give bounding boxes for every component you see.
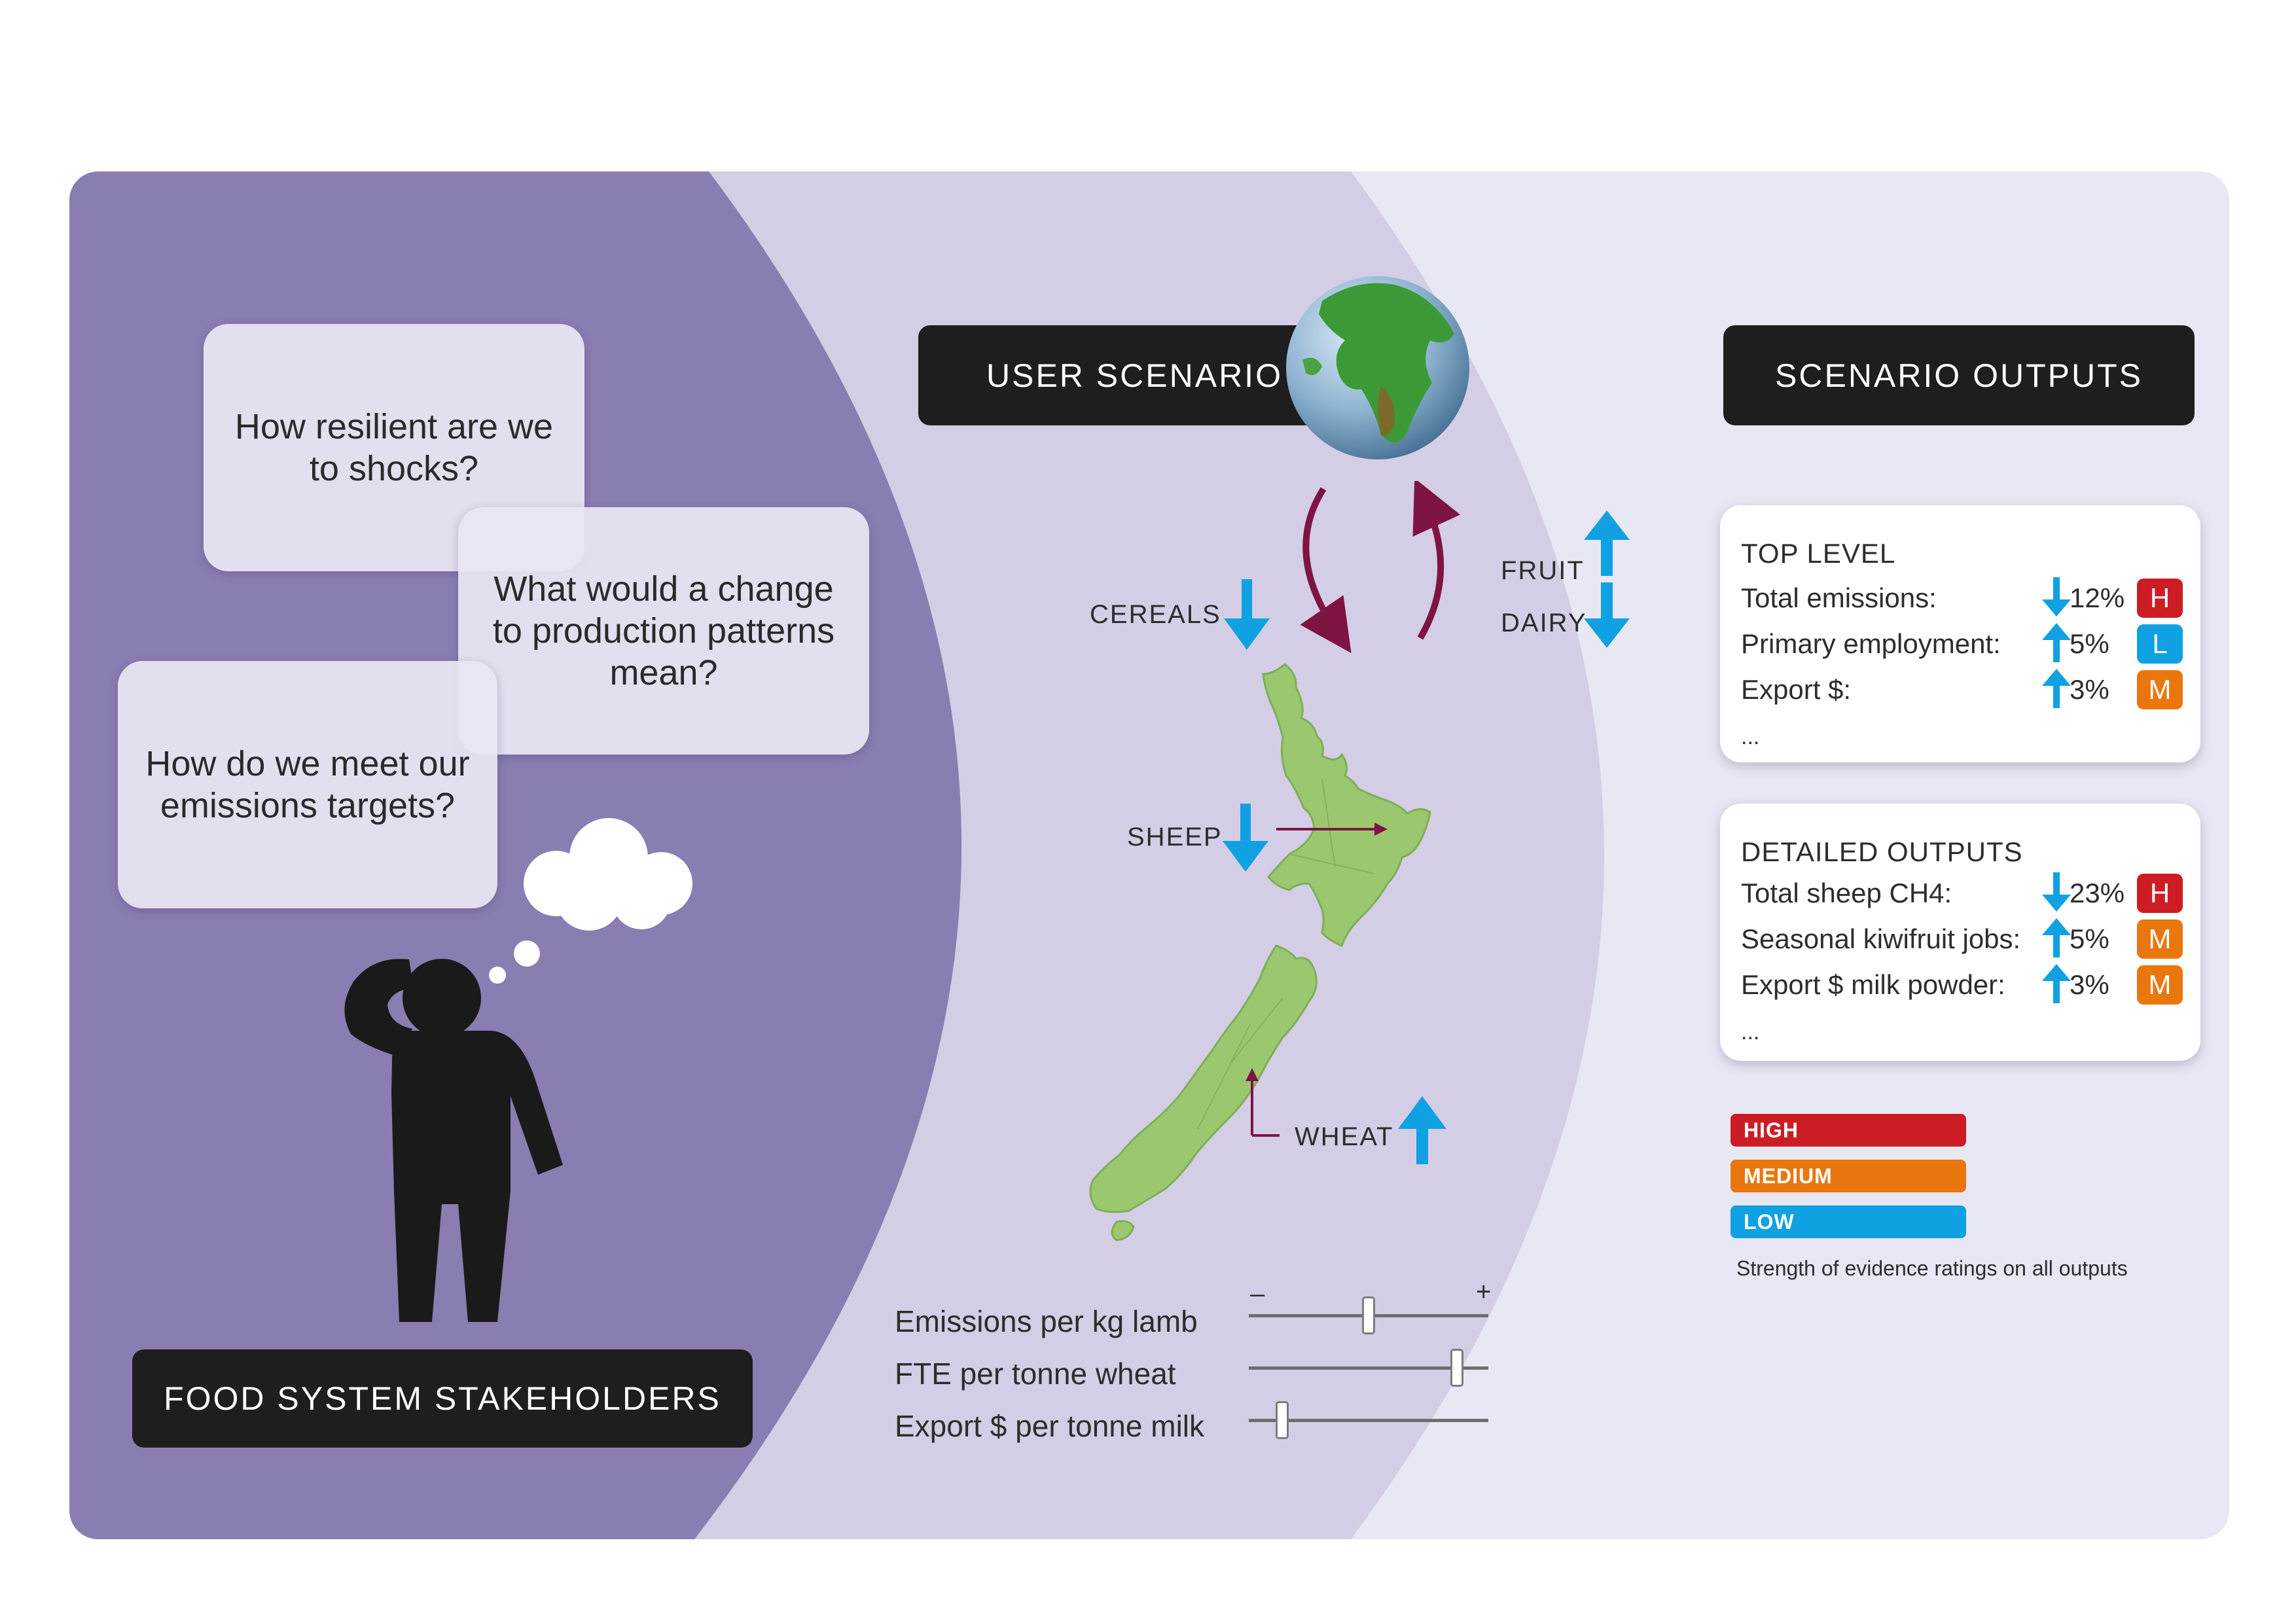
dairy-label: DAIRY [1501,609,1587,637]
legend-low-label: LOW [1744,1209,1795,1234]
output-row: Seasonal kiwifruit jobs: 5% M [1741,918,2186,959]
legend-high-label: HIGH [1744,1118,1799,1142]
legend-medium-label: MEDIUM [1744,1164,1833,1188]
up-arrow-icon [2042,669,2071,708]
slider-label-export-milk: Export $ per tonne milk [895,1409,1205,1443]
down-arrow-icon [2042,872,2071,912]
rating-badge: H [2137,579,2183,618]
slider-export-milk[interactable] [1249,1419,1488,1422]
slider-thumb-export-milk[interactable] [1276,1401,1289,1439]
wheat-up-arrow-icon [1398,1096,1446,1164]
up-arrow-icon [2042,964,2071,1003]
question-text: What would a change to production patter… [492,569,835,692]
output-value: 23% [2070,878,2125,908]
legend-low: LOW [1731,1205,1966,1238]
slider-fte-wheat[interactable] [1249,1366,1488,1370]
output-label: Total emissions: [1741,582,1937,613]
cereals-down-arrow-icon [1224,579,1270,650]
wheat-pointer-arrow-icon [1246,1068,1280,1137]
slider-max-symbol: + [1476,1277,1492,1306]
top-level-card: TOP LEVEL Total emissions: 12% H Primary… [1720,505,2200,762]
south-island [1089,944,1318,1213]
question-bubble-production: What would a change to production patter… [458,507,869,755]
output-row: Total emissions: 12% H [1741,577,2186,618]
output-value: 5% [2070,628,2109,659]
user-scenario-title-text: USER SCENARIO [986,357,1283,394]
legend-medium: MEDIUM [1731,1160,1966,1192]
output-value: 12% [2070,582,2125,613]
output-row: Total sheep CH4: 23% H [1741,872,2186,913]
slider-label-fte-wheat: FTE per tonne wheat [895,1357,1176,1391]
output-label: Export $ milk powder: [1741,969,2005,1000]
fruit-up-arrow-icon [1584,510,1630,576]
detailed-outputs-title: DETAILED OUTPUTS [1741,836,2023,867]
output-row: Export $: 3% M [1741,669,2186,709]
more-ellipsis: ... [1741,1020,1760,1044]
rating-badge: H [2137,874,2183,913]
rating-badge: M [2137,670,2183,709]
output-row: Export $ milk powder: 3% M [1741,964,2186,1005]
detailed-outputs-card: DETAILED OUTPUTS Total sheep CH4: 23% H … [1720,804,2200,1061]
rating-badge: M [2137,965,2183,1005]
thinking-person-icon [344,818,692,1322]
question-text: How resilient are we to shocks? [234,407,554,488]
rating-badge: L [2137,624,2183,664]
up-arrow-icon [2042,918,2071,957]
north-island [1262,663,1431,947]
stakeholders-label-text: FOOD SYSTEM STAKEHOLDERS [164,1380,721,1417]
globe-icon [1286,276,1469,459]
legend-high: HIGH [1731,1114,1966,1147]
more-ellipsis: ... [1741,724,1760,749]
scenario-cycle-arrows-icon [1300,481,1461,654]
stakeholders-label: FOOD SYSTEM STAKEHOLDERS [132,1349,753,1448]
output-row: Primary employment: 5% L [1741,623,2186,664]
down-arrow-icon [2042,577,2071,616]
output-value: 5% [2070,923,2109,954]
up-arrow-icon [2042,623,2071,662]
output-value: 3% [2070,969,2109,1000]
thought-cloud-icon [489,818,692,984]
scenario-outputs-title: SCENARIO OUTPUTS [1723,325,2195,425]
sheep-down-arrow-icon [1223,804,1268,872]
output-value: 3% [2070,674,2109,705]
dairy-down-arrow-icon [1584,582,1630,648]
sheep-pointer-arrow-icon [1276,823,1388,836]
cereals-label: CEREALS [1090,600,1221,629]
legend-note: Strength of evidence ratings on all outp… [1736,1257,2128,1280]
output-label: Export $: [1741,674,1852,705]
rating-badge: M [2137,919,2183,959]
question-text: How do we meet our emissions targets? [145,744,470,825]
scenario-outputs-title-text: SCENARIO OUTPUTS [1775,357,2143,394]
output-label: Primary employment: [1741,628,2001,659]
question-bubble-emissions: How do we meet our emissions targets? [118,661,497,908]
slider-thumb-fte-wheat[interactable] [1450,1349,1464,1387]
stewart-island [1111,1220,1135,1241]
slider-min-symbol: – [1250,1279,1265,1308]
wheat-label: WHEAT [1295,1122,1394,1151]
new-zealand-map [1089,663,1431,1241]
output-label: Seasonal kiwifruit jobs: [1741,923,2021,954]
user-scenario-title: USER SCENARIO [918,325,1337,425]
slider-thumb-emissions-lamb[interactable] [1362,1296,1375,1334]
sheep-label: SHEEP [1127,823,1223,851]
fruit-label: FRUIT [1501,556,1585,585]
output-label: Total sheep CH4: [1741,878,1952,908]
top-level-title: TOP LEVEL [1741,538,1896,569]
slider-label-emissions-lamb: Emissions per kg lamb [895,1304,1198,1338]
